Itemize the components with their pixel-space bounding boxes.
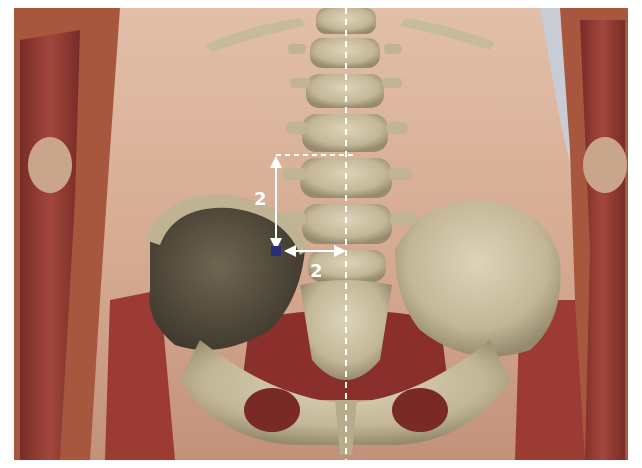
horizontal-distance-label: 2 (310, 261, 323, 282)
left-obturator (244, 388, 300, 432)
point-marker (271, 246, 281, 256)
right-obturator (392, 388, 448, 432)
left-elbow (28, 137, 72, 193)
right-elbow (583, 137, 627, 193)
vertical-distance-label: 2 (254, 189, 267, 210)
